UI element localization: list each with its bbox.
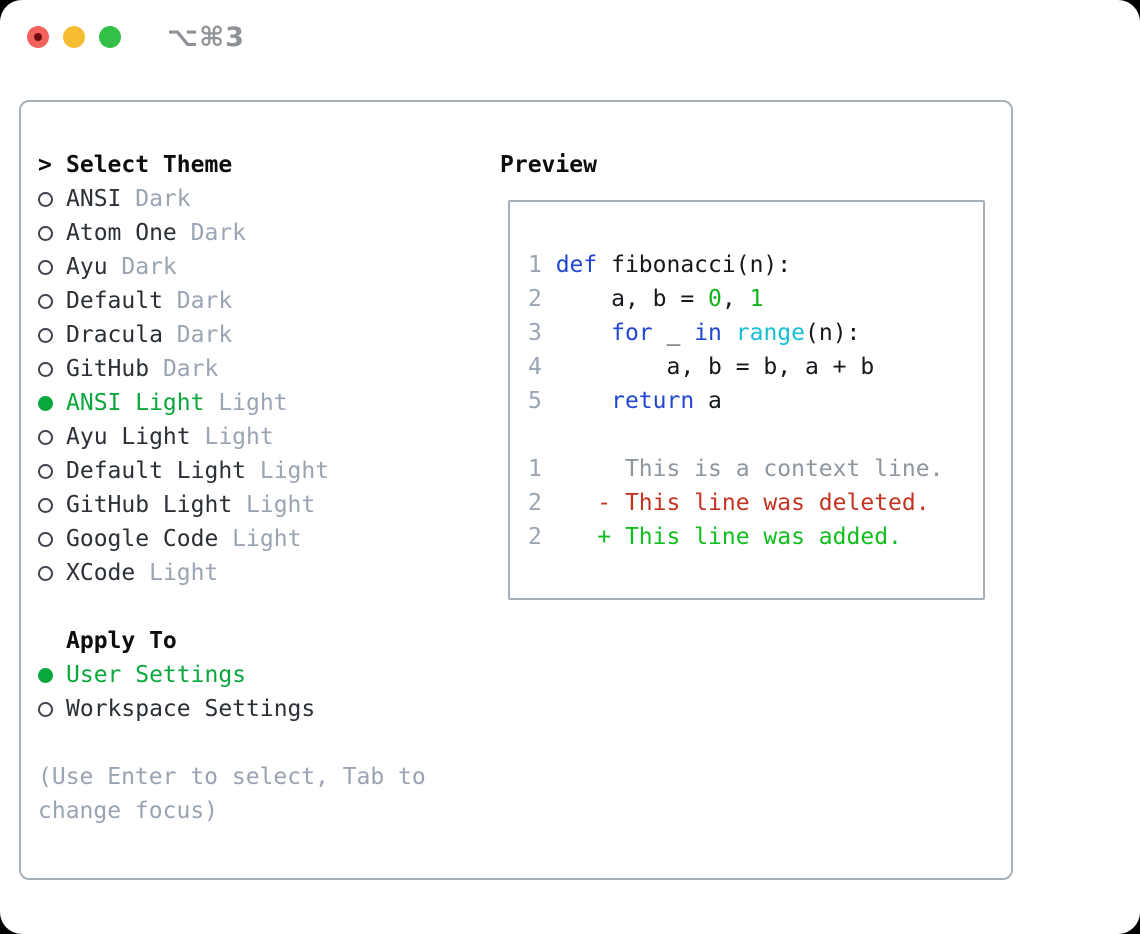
theme-option-label: Ayu Light (66, 424, 191, 450)
radio-unselected-icon (38, 318, 66, 352)
apply-to-option[interactable]: User Settings (38, 658, 246, 692)
theme-option-variant: Light (204, 390, 288, 416)
diff-added-line: 2 + This line was added. (528, 524, 902, 550)
theme-option[interactable]: GitHub Light Light (38, 488, 315, 522)
theme-option-label: ANSI Light (66, 390, 205, 416)
code-line: 4 a, b = b, a + b (528, 354, 875, 380)
apply-to-header: Apply To (38, 624, 177, 658)
theme-option-variant: Light (218, 526, 302, 552)
radio-unselected-icon (38, 454, 66, 488)
theme-option-variant: Dark (107, 254, 177, 280)
help-text-line1: (Use Enter to select, Tab to (38, 764, 426, 790)
theme-option[interactable]: ANSI Light Light (38, 386, 288, 420)
preview-box: 1 def fibonacci(n): 2 a, b = 0, 1 3 for _ … (508, 200, 985, 600)
apply-to-option[interactable]: Workspace Settings (38, 692, 315, 726)
code-line: 5 return a (528, 388, 722, 414)
theme-picker-panel (19, 100, 1013, 880)
radio-unselected-icon (38, 488, 66, 522)
theme-option[interactable]: ANSI Dark (38, 182, 191, 216)
theme-option[interactable]: GitHub Dark (38, 352, 218, 386)
theme-option-label: ANSI (66, 186, 122, 212)
theme-option[interactable]: Google Code Light (38, 522, 301, 556)
help-text-line2: change focus) (38, 798, 219, 824)
theme-option-label: GitHub (66, 356, 150, 382)
minimize-button[interactable] (63, 26, 85, 48)
theme-option[interactable]: XCode Light (38, 556, 218, 590)
zoom-button[interactable] (99, 26, 121, 48)
theme-option-variant: Light (135, 560, 219, 586)
radio-unselected-icon (38, 522, 66, 556)
theme-option-variant: Light (232, 492, 316, 518)
theme-option-label: XCode (66, 560, 136, 586)
radio-unselected-icon (38, 250, 66, 284)
radio-unselected-icon (38, 420, 66, 454)
theme-option-label: Dracula (66, 322, 163, 348)
theme-option-label: GitHub Light (66, 492, 233, 518)
radio-unselected-icon (38, 556, 66, 590)
close-button[interactable] (27, 26, 49, 48)
diff-context-line: 1 This is a context line. (528, 456, 944, 482)
theme-option-variant: Dark (149, 356, 219, 382)
radio-unselected-icon (38, 692, 66, 726)
titlebar: ⌥⌘3 (0, 0, 1140, 74)
code-line: 1 def fibonacci(n): (528, 252, 792, 278)
apply-to-title: Apply To (66, 628, 177, 654)
theme-option-label: Atom One (66, 220, 177, 246)
window-title: ⌥⌘3 (167, 22, 245, 53)
theme-list-header: > Select Theme (38, 148, 232, 182)
theme-option-variant: Dark (121, 186, 191, 212)
code-line: 2 a, b = 0, 1 (528, 286, 764, 312)
code-preview: 1 def fibonacci(n): 2 a, b = 0, 1 3 for _ … (528, 248, 943, 554)
theme-option[interactable]: Default Light Light (38, 454, 329, 488)
apply-to-option-label: Workspace Settings (66, 696, 316, 722)
theme-option-variant: Dark (162, 288, 233, 314)
theme-option-label: Default Light (66, 458, 247, 484)
theme-option-variant: Light (190, 424, 274, 450)
radio-unselected-icon (38, 216, 66, 250)
diff-deleted-line: 2 - This line was deleted. (528, 490, 930, 516)
blank-line (528, 418, 943, 452)
theme-list-title: Select Theme (66, 152, 233, 178)
theme-option[interactable]: Ayu Dark (38, 250, 177, 284)
radio-selected-icon (38, 386, 66, 420)
radio-unselected-icon (38, 284, 66, 318)
theme-option[interactable]: Atom One Dark (38, 216, 246, 250)
theme-option[interactable]: Ayu Light Light (38, 420, 274, 454)
theme-option-label: Ayu (66, 254, 108, 280)
radio-unselected-icon (38, 182, 66, 216)
theme-option-variant: Light (246, 458, 330, 484)
apply-to-spacer (38, 624, 66, 658)
theme-option[interactable]: Default Dark (38, 284, 232, 318)
theme-option[interactable]: Dracula Dark (38, 318, 232, 352)
preview-title: Preview (500, 152, 597, 178)
radio-unselected-icon (38, 352, 66, 386)
focus-caret-icon: > (38, 152, 52, 178)
theme-option-variant: Dark (162, 322, 233, 348)
theme-option-label: Google Code (66, 526, 219, 552)
radio-selected-icon (38, 658, 66, 692)
theme-option-variant: Dark (176, 220, 247, 246)
apply-to-option-label: User Settings (66, 662, 247, 688)
code-line: 3 for _ in range(n): (528, 320, 861, 346)
theme-option-label: Default (66, 288, 163, 314)
